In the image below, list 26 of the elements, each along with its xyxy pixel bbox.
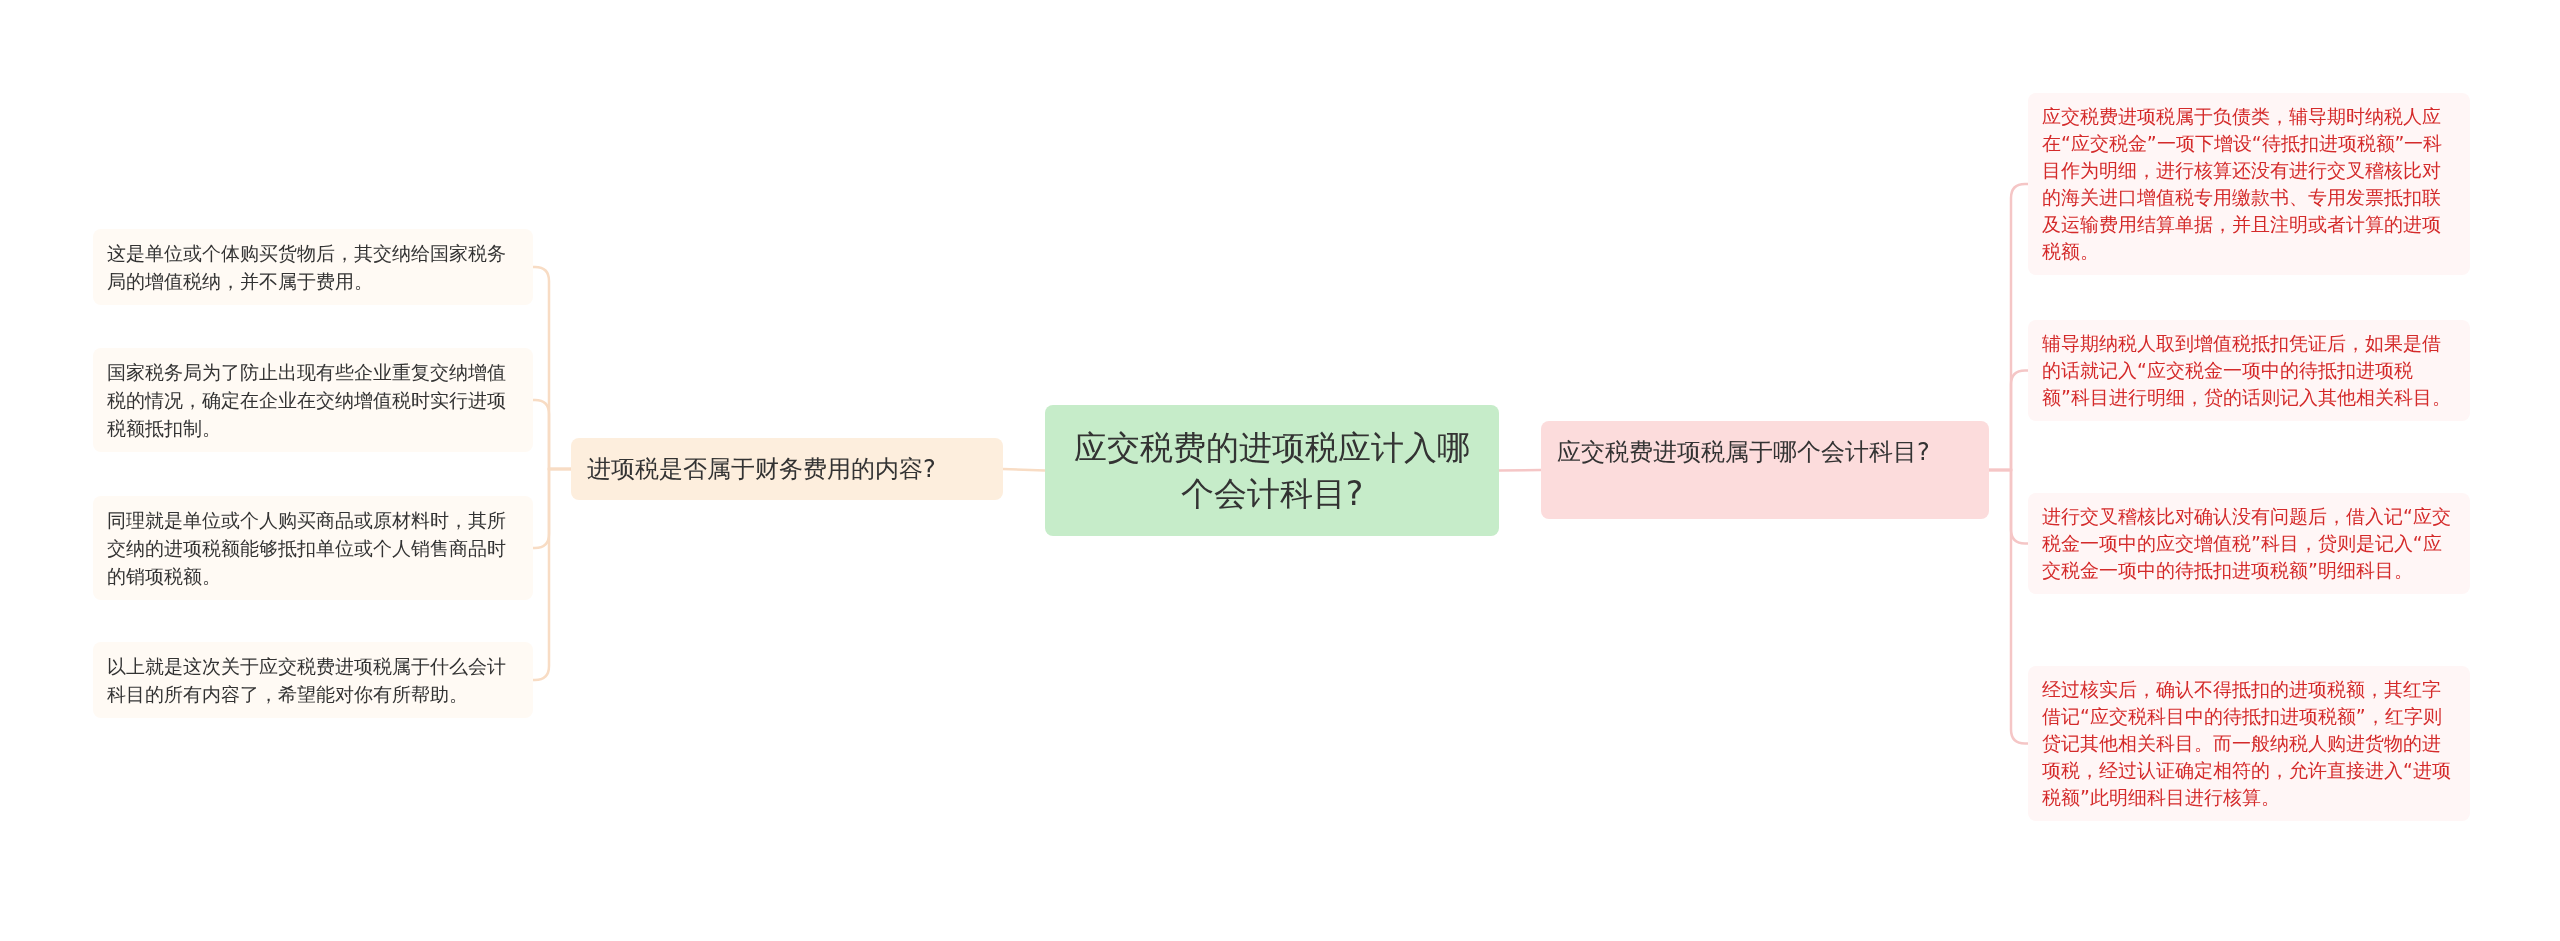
subtopic-box [1541, 421, 1989, 519]
topic-text: 以上就是这次关于应交税费进项税属于什么会计科目的所有内容了，希望能对你有所帮助。 [107, 654, 507, 707]
connector-line [533, 467, 571, 682]
topic-text: 这是单位或个体购买货物后，其交纳给国家税务局的增值税纳，并不属于费用。 [107, 241, 507, 294]
connector-line [1989, 468, 2028, 745]
note-card [93, 642, 533, 718]
note-card [2028, 320, 2470, 421]
topic-text: 应交税费进项税属于负债类，辅导期时纳税人应在“应交税金”一项下增设“待抵扣进项税额”一科目作为明细，进行核算还没有进行交叉稽核比对的海关进口增值税专用缴款书、专用发票抵扣联及运输费用结算单据，并且注明或者计算的进项税额。 [2042, 104, 2444, 264]
topic-text: 国家税务局为了防止出现有些企业重复交纳增值税的情况，确定在企业在交纳增值税时实行进项税额抵扣制。 [107, 360, 507, 441]
note-card [93, 496, 533, 600]
topic-text: 辅导期纳税人取到增值税抵扣凭证后，如果是借的话就记入“应交税金一项中的待抵扣进项税额”科目进行明细，贷的话则记入其他相关科目。 [2042, 331, 2452, 410]
connector-line [1002, 467, 1046, 472]
topic-text: 经过核实后，确认不得抵扣的进项税额，其红字借记“应交税科目中的待抵扣进项税额”，红字则贷记其他相关科目。而一般纳税人购进货物的进项税，经过认证确定相符的，允许直接进入“进项税额”此明细科目进行核算。 [2042, 677, 2452, 810]
central-topic-box [1045, 405, 1499, 536]
note-card [93, 348, 533, 452]
topic-text: 同理就是单位或个人购买商品或原材料时，其所交纳的进项税额能够抵扣单位或个人销售商品时的销项税额。 [107, 508, 507, 589]
note-card [2028, 666, 2470, 821]
topic-text: 应交税费的进项税应计入哪个会计科目? [1073, 426, 1471, 515]
topic-text: 进项税是否属于财务费用的内容? [587, 454, 937, 485]
subtopic-box [571, 438, 1003, 500]
topic-text: 应交税费进项税属于哪个会计科目? [1557, 437, 1931, 468]
connector-line [1499, 468, 1541, 472]
note-card [93, 229, 533, 305]
note-card [2028, 93, 2470, 275]
note-card [2028, 493, 2470, 594]
topic-text: 进行交叉稽核比对确认没有问题后，借入记“应交税金一项中的应交增值税”科目，贷则是记入“应交税金一项中的待抵扣进项税额”明细科目。 [2042, 504, 2452, 583]
